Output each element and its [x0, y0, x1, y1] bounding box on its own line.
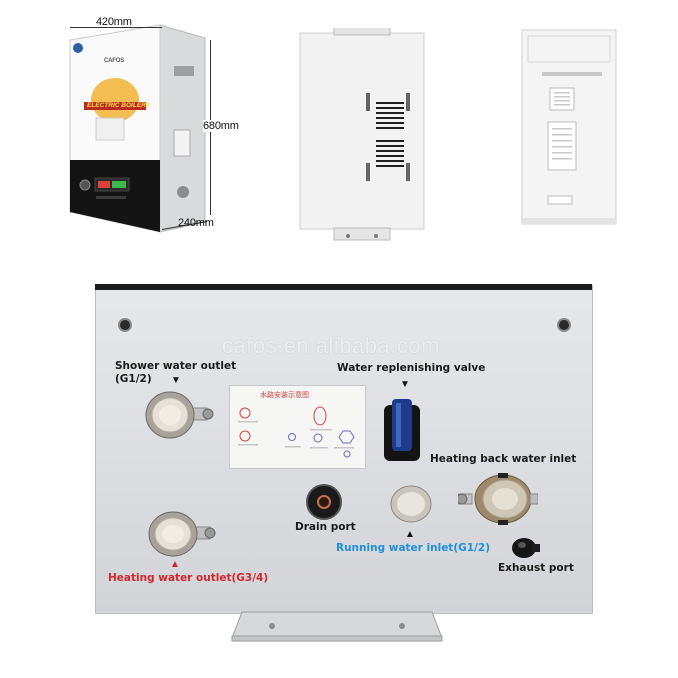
running-water-inlet-arrow-icon: ▲ — [405, 529, 415, 540]
front-view-illustration — [69, 24, 206, 233]
brand-logo: CAFOS — [104, 58, 125, 64]
width-dimension-label: 420mm — [96, 16, 132, 28]
side-view-illustration — [521, 29, 617, 225]
running-water-inlet-label: Running water inlet(G1/2) — [336, 542, 490, 554]
replenishing-valve — [380, 395, 425, 465]
screw-left — [118, 318, 132, 332]
front-view-product: CAFOS ELECTRIC BOILERS — [0, 0, 240, 245]
water-diagram-sticker: 水路安装示意图 — [229, 385, 366, 469]
drain-port-label: Drain port — [295, 521, 356, 533]
height-dimension-label: 680mm — [203, 120, 239, 132]
banner-text: ELECTRIC BOILERS — [87, 102, 151, 109]
exhaust-port-label: Exhaust port — [498, 562, 574, 574]
sticker-diagram — [238, 406, 355, 458]
exhaust-port — [510, 534, 540, 560]
side-view-product — [520, 28, 620, 228]
sticker-title: 水路安装示意图 — [260, 391, 309, 399]
mounting-bracket — [228, 608, 446, 642]
panel-top-rim — [95, 284, 592, 290]
rear-view-illustration — [299, 25, 425, 241]
watermark-text: cafos.en.alibaba.com — [222, 333, 440, 358]
replenishing-valve-label: Water replenishing valve — [337, 362, 486, 374]
heating-outlet-label: Heating water outlet(G3/4) — [108, 572, 269, 584]
drain-port — [306, 484, 342, 520]
shower-outlet-fitting — [145, 390, 215, 440]
screw-right — [557, 318, 571, 332]
heating-back-inlet-fitting — [456, 470, 539, 528]
width-dimension-line — [70, 27, 162, 28]
heating-outlet-arrow-icon: ▲ — [170, 559, 180, 570]
replenishing-valve-arrow-icon: ▼ — [400, 379, 410, 390]
rear-view-product — [298, 25, 438, 243]
heating-outlet-fitting — [148, 510, 218, 558]
depth-dimension-label: 240mm — [178, 217, 214, 229]
running-water-inlet-fitting — [390, 485, 432, 523]
shower-outlet-label: Shower water outlet — [115, 360, 237, 372]
shower-outlet-arrow-icon: ▼ — [171, 375, 181, 386]
heating-back-inlet-label: Heating back water inlet — [430, 453, 577, 465]
shower-outlet-size-label: (G1/2) — [115, 373, 152, 385]
